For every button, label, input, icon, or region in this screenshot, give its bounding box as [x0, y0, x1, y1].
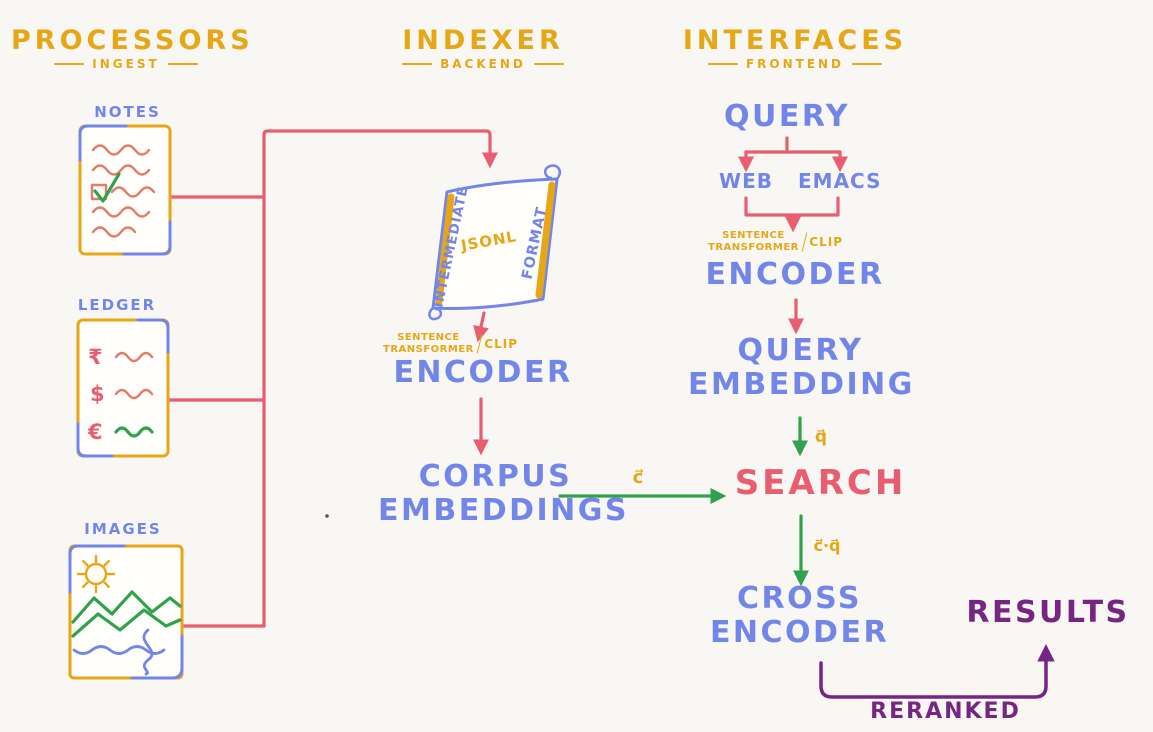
cross-line: CROSS: [737, 581, 862, 616]
cross-encoder-line2: ENCODER: [709, 614, 890, 650]
scroll-to-encoder-arrow: [473, 311, 489, 343]
corpus-line: CORPUS: [418, 459, 573, 494]
indexer-model-label: SENTENCE TRANSFORMER CLIP: [383, 332, 518, 355]
sentence-label: SENTENCE: [722, 230, 785, 241]
sentence-transformer-label: SENTENCE TRANSFORMER: [383, 332, 474, 355]
notes-card-blue-corner-bottom: [122, 220, 172, 256]
query-embedding-line1: QUERY: [737, 333, 864, 368]
clients-merge-bracket: [744, 196, 840, 217]
search-label: SEARCH: [734, 463, 907, 503]
checkmark-icon: [93, 172, 121, 203]
emacs-client-label: EMACS: [798, 169, 882, 193]
cross-encoder-to-results-arrow: [819, 644, 1055, 699]
stray-dot: [325, 514, 329, 518]
interfaces-model-label: SENTENCE TRANSFORMER CLIP: [708, 230, 843, 253]
corpus-vector-label: c⃗: [632, 467, 644, 488]
river-icon: [142, 628, 154, 676]
scroll-bottom-curl: [428, 306, 443, 321]
web-client-label: WEB: [719, 169, 773, 193]
images-sketch: [68, 544, 184, 680]
ledger-label: LEDGER: [77, 296, 157, 314]
sentence-transformer-label: SENTENCE TRANSFORMER: [708, 230, 799, 253]
cross-encoder-label: CROSS ENCODER: [692, 582, 907, 649]
scroll-body: [431, 177, 559, 311]
transformer-label: TRANSFORMER: [383, 343, 474, 355]
transformer-label: TRANSFORMER: [708, 241, 799, 253]
images-label: IMAGES: [84, 520, 162, 538]
similarity-label: c⃗·q⃗: [813, 536, 841, 555]
subtitle-dash: [707, 62, 738, 66]
dollar-symbol: $: [90, 382, 105, 406]
corpus-embeddings-label: CORPUS EMBEDDINGS: [378, 459, 630, 528]
processors-subtitle-text: INGEST: [92, 57, 160, 71]
water-wave-icon: [72, 645, 166, 655]
ledger-card-blue-corner-bottom: [76, 422, 114, 458]
ledger-squiggle: [114, 351, 154, 363]
images-card-blue-corner-bottom: [130, 634, 184, 680]
indexer-encoder-label: ENCODER: [393, 355, 573, 390]
processors-title: PROCESSORS: [11, 25, 254, 56]
euro-symbol: €: [87, 420, 103, 444]
ledger-squiggle: [114, 388, 154, 400]
subtitle-dash: [533, 62, 564, 66]
model-divider: [801, 231, 807, 252]
embeddings-line: EMBEDDINGS: [378, 492, 630, 528]
ledger-card-blue-corner-top: [136, 318, 170, 354]
interfaces-subtitle: FRONTEND: [680, 57, 910, 71]
rupee-symbol: ₹: [88, 345, 103, 369]
notes-card-blue-corner-top: [78, 124, 128, 162]
note-squiggle: [91, 226, 137, 238]
query-embedding-line2: EMBEDDING: [688, 366, 915, 402]
scroll-edge-band: [535, 181, 556, 299]
interfaces-encoder-label: ENCODER: [705, 257, 885, 292]
note-squiggle: [110, 186, 156, 198]
ingest-to-indexer-arrow: [262, 129, 498, 628]
processors-subtitle: INGEST: [11, 57, 241, 71]
query-label: QUERY: [723, 99, 851, 134]
indexer-subtitle: BACKEND: [368, 57, 598, 71]
clip-label: CLIP: [484, 336, 518, 351]
checkbox-icon: [90, 183, 108, 201]
ledger-sketch: ₹ $ €: [76, 318, 170, 458]
subtitle-dash: [852, 62, 883, 66]
sun-icon: [76, 554, 116, 594]
interfaces-subtitle-text: FRONTEND: [745, 57, 845, 71]
note-squiggle: [91, 144, 151, 156]
note-squiggle: [91, 206, 151, 218]
note-squiggle: [91, 164, 151, 176]
sentence-label: SENTENCE: [397, 332, 460, 343]
subtitle-dash: [167, 62, 198, 66]
notes-sketch: [78, 124, 172, 256]
subtitle-dash: [402, 62, 433, 66]
query-embedding-label: QUERY EMBEDDING: [688, 334, 913, 401]
clip-label: CLIP: [809, 234, 843, 249]
notes-label: NOTES: [94, 103, 161, 121]
mountains-icon: [71, 590, 182, 624]
ledger-squiggle: [114, 426, 154, 438]
model-divider: [476, 333, 482, 354]
interfaces-title: INTERFACES: [682, 25, 908, 56]
results-label: RESULTS: [966, 595, 1130, 630]
images-card-blue-corner-top: [68, 544, 126, 594]
mountains-icon: [71, 608, 182, 638]
scroll-top-curl: [543, 164, 562, 181]
scroll-edge-band: [435, 193, 455, 306]
reranked-label: RERANKED: [870, 699, 1021, 724]
jsonl-scroll-sketch: [428, 164, 562, 321]
query-vector-label: q⃗: [814, 427, 828, 447]
subtitle-dash: [54, 62, 85, 66]
indexer-subtitle-text: BACKEND: [440, 57, 526, 71]
indexer-title: INDEXER: [402, 25, 564, 56]
images-card: [68, 544, 184, 680]
